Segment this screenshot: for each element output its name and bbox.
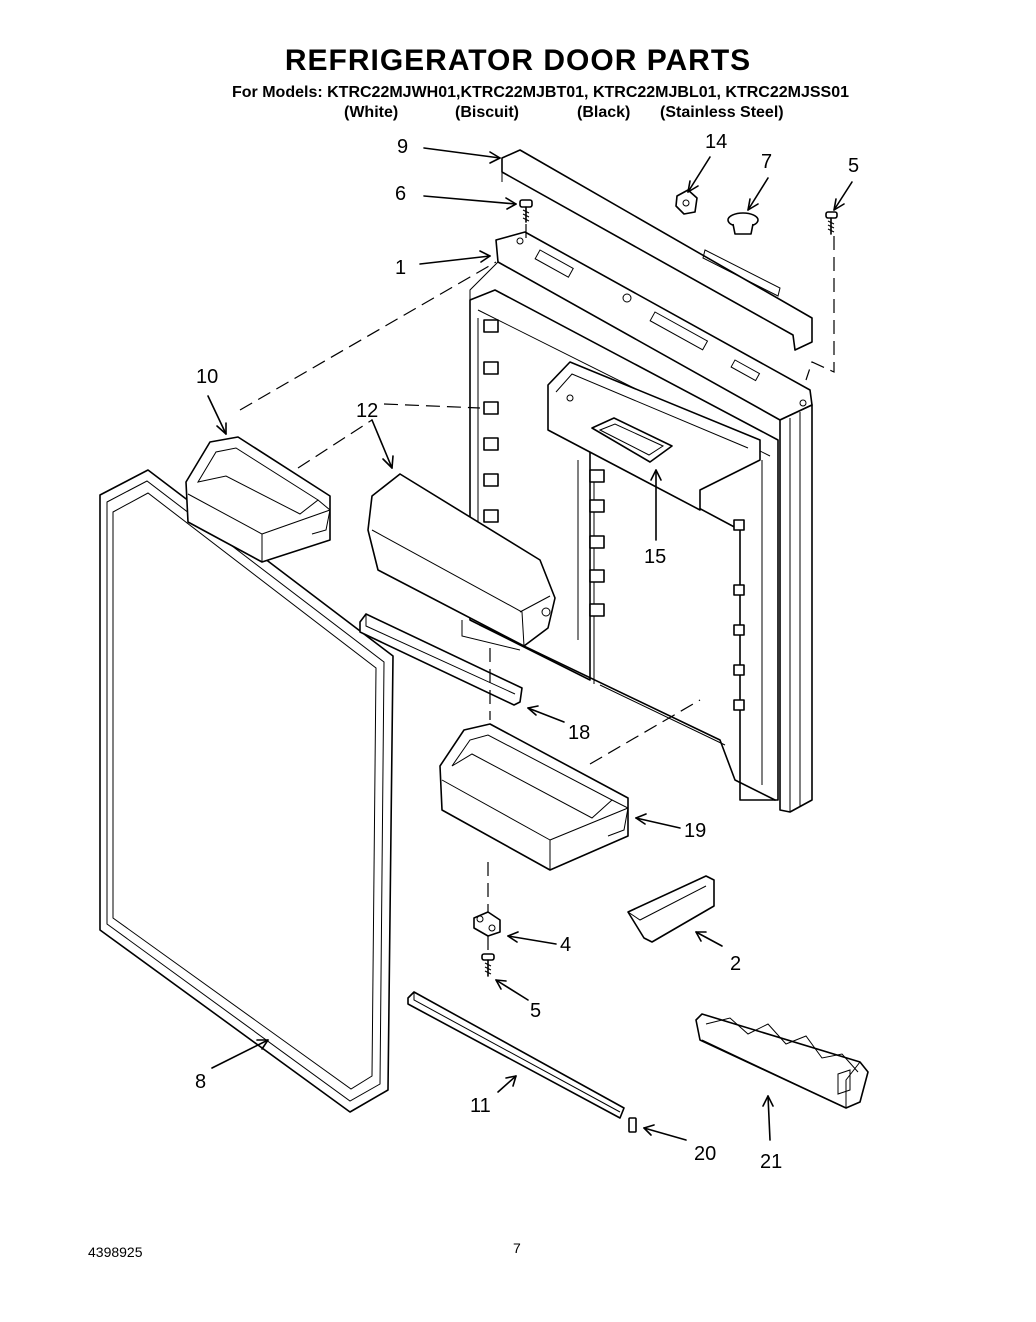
dairy-door-part [367, 473, 556, 651]
trim-strip-18-part [359, 613, 523, 706]
callout-1: 1 [395, 257, 406, 279]
models-line: For Models: KTRC22MJWH01,KTRC22MJBT01, K… [232, 84, 850, 101]
upper-door-bin-part [185, 436, 331, 563]
color-biscuit: (Biscuit) [455, 104, 519, 121]
screw-5-bottom-part [481, 953, 495, 977]
bottom-trim-11-part [407, 991, 625, 1119]
callout-20: 20 [694, 1143, 716, 1165]
color-black: (Black) [577, 104, 631, 121]
callout-4: 4 [560, 934, 571, 956]
color-stainless-steel: (Stainless Steel) [660, 104, 784, 121]
plug-7-part [727, 212, 759, 235]
callout-2: 2 [730, 953, 741, 975]
callout-18: 18 [568, 722, 590, 744]
door-top-cap-part [501, 149, 813, 351]
callout-10: 10 [196, 366, 218, 388]
leader-arrows [207, 147, 853, 1141]
callout-12: 12 [356, 400, 378, 422]
callout-labels: 9 6 1 14 7 5 10 12 15 18 19 4 2 5 8 11 2… [195, 131, 859, 1173]
callout-21: 21 [760, 1151, 782, 1173]
door-gasket-part [99, 469, 394, 1113]
clip-14-part [675, 189, 698, 215]
callout-6: 6 [395, 183, 406, 205]
callout-15: 15 [644, 546, 666, 568]
screw-5-top-part [825, 211, 838, 235]
end-cap-20-part [628, 1117, 637, 1133]
page-number: 7 [513, 1240, 521, 1256]
callout-11: 11 [470, 1095, 491, 1117]
callout-5-top: 5 [848, 155, 859, 177]
lower-door-bin-part [439, 723, 629, 871]
document-number: 4398925 [88, 1244, 143, 1260]
page-title: REFRIGERATOR DOOR PARTS [284, 44, 752, 77]
callout-9: 9 [397, 136, 408, 158]
handle-cover-2-part [627, 875, 715, 943]
egg-tray-21-part [695, 1013, 869, 1109]
hinge-bracket-4-part [473, 911, 501, 937]
callout-19: 19 [684, 820, 706, 842]
assembly-lines [239, 224, 835, 954]
callout-5-bottom: 5 [530, 1000, 541, 1022]
callout-8: 8 [195, 1071, 206, 1093]
dairy-door-handle-part [591, 417, 673, 463]
color-white: (White) [344, 104, 399, 121]
callout-14: 14 [705, 131, 727, 153]
screw-6-part [519, 199, 533, 223]
door-liner-part [469, 231, 813, 813]
callout-7: 7 [761, 151, 772, 173]
